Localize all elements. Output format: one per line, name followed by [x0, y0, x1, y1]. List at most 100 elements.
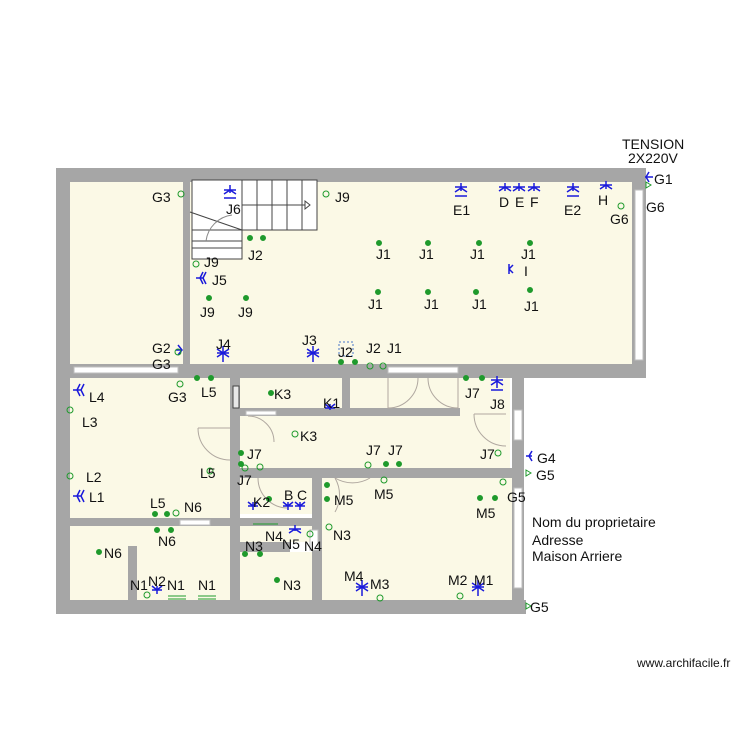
- symbol-label-c: C: [297, 487, 308, 503]
- symbol-label-h: H: [598, 192, 609, 208]
- symbol-label-l3: L3: [82, 414, 98, 430]
- symbol-label-l1: L1: [89, 489, 105, 505]
- symbol-label-j1-f: J1: [424, 296, 439, 312]
- light-point-icon: [306, 346, 320, 362]
- light-point-icon: [282, 501, 294, 510]
- floors: [70, 182, 632, 600]
- symbol-label-j9-stair: J9: [204, 254, 219, 270]
- light-point-icon: [512, 183, 526, 192]
- symbol-label-g5-a: G5: [536, 467, 555, 483]
- symbol-label-j3: J3: [302, 332, 317, 348]
- symbol-label-g3-low: G3: [168, 389, 187, 405]
- wall-light-icon: [526, 450, 533, 462]
- light-point-icon: [490, 376, 504, 391]
- light-point-icon: [151, 585, 163, 594]
- symbol-label-m5-b: M5: [334, 492, 354, 508]
- symbol-label-j7-b: J7: [366, 442, 381, 458]
- symbol-label-e2: E2: [564, 202, 582, 218]
- staircase: [189, 179, 318, 260]
- switch-symbols: [66, 181, 652, 610]
- light-point-icon: [216, 346, 230, 362]
- outlet-symbols: [96, 235, 533, 583]
- symbol-label-m4: M4: [344, 568, 364, 584]
- symbol-label-g6-inner: G6: [610, 211, 629, 227]
- symbol-label-g2: G2: [152, 340, 171, 356]
- symbol-label-e1: E1: [453, 202, 471, 218]
- light-point-icon: [223, 185, 237, 199]
- symbol-label-j1-c: J1: [470, 246, 485, 262]
- house-name: Maison Arriere: [532, 548, 623, 564]
- light-point-icon: [566, 183, 580, 197]
- symbol-label-n1-c: N1: [198, 577, 216, 593]
- symbol-label-j5: J5: [212, 272, 227, 288]
- symbol-label-n3-b: N3: [245, 538, 263, 554]
- light-point-icon: [288, 525, 302, 534]
- symbol-label-j1-g: J1: [472, 296, 487, 312]
- symbol-label-j9-b: J9: [238, 304, 253, 320]
- light-point-icon: [355, 580, 369, 596]
- symbol-label-j9-a: J9: [200, 304, 215, 320]
- symbol-label-tension-g1: G1: [654, 171, 673, 187]
- symbol-label-n2: N2: [148, 573, 166, 589]
- symbol-label-j1-b: J1: [419, 246, 434, 262]
- symbol-label-i: I: [524, 263, 528, 279]
- symbol-label-m3: M3: [370, 576, 390, 592]
- symbol-label-g3-top: G3: [152, 189, 171, 205]
- symbol-label-n6-b: N6: [158, 533, 176, 549]
- symbol-label-j2-box: J2: [338, 344, 353, 360]
- symbol-label-l5-low: L5: [150, 495, 166, 511]
- symbol-label-k3-b: K3: [300, 428, 318, 444]
- symbol-label-n3-c: N3: [283, 577, 301, 593]
- symbol-label-n1-a: N1: [130, 577, 148, 593]
- symbol-label-j8: J8: [490, 396, 505, 412]
- symbol-label-k2: K2: [253, 494, 271, 510]
- symbol-label-g6-outer: G6: [646, 199, 665, 215]
- symbol-label-j7-a: J7: [247, 446, 262, 462]
- symbol-label-j1-e: J1: [368, 296, 383, 312]
- symbol-label-j6: J6: [226, 201, 241, 217]
- light-point-icon: [471, 580, 485, 596]
- symbol-label-d: D: [499, 194, 510, 210]
- windows: [73, 189, 644, 589]
- symbol-label-n5: N5: [282, 536, 300, 552]
- symbol-label-m2: M2: [448, 572, 468, 588]
- symbol-label-b: B: [284, 487, 294, 503]
- symbol-label-k3-a: K3: [274, 386, 292, 402]
- symbol-label-j1-i: J1: [387, 340, 402, 356]
- symbol-label-f: F: [530, 194, 539, 210]
- symbol-label-n6-c: N6: [104, 545, 122, 561]
- tension-value: 2X220V: [628, 150, 678, 166]
- lighting-symbols: [73, 171, 653, 596]
- tension-label: TENSION: [622, 136, 685, 152]
- symbol-label-n4-b: N4: [304, 538, 322, 554]
- light-point-icon: [324, 403, 336, 410]
- symbol-label-m5-c: M5: [476, 505, 496, 521]
- symbol-label-j1-a: J1: [376, 246, 391, 262]
- light-point-icon: [454, 183, 468, 197]
- symbol-label-n6-a: N6: [184, 499, 202, 515]
- symbol-label-j7-d: J7: [480, 446, 495, 462]
- symbol-label-n1-b: N1: [167, 577, 185, 593]
- symbol-label-l2: L2: [86, 469, 102, 485]
- symbol-label-k1: K1: [323, 395, 341, 411]
- light-point-icon: [247, 501, 259, 510]
- symbol-label-j9-top: J9: [335, 189, 350, 205]
- wall-light-icon: [73, 489, 85, 503]
- address: Adresse: [532, 532, 584, 548]
- symbol-label-j2-b: J2: [366, 340, 381, 356]
- wall-light-icon: [645, 171, 653, 183]
- symbol-label-j7-top: J7: [465, 385, 480, 401]
- light-point-icon: [498, 183, 512, 192]
- light-point-icon: [527, 183, 541, 192]
- symbol-label-j7-c: J7: [388, 442, 403, 458]
- light-point-icon: [599, 181, 613, 190]
- owner-name: Nom du proprietaire: [532, 514, 656, 530]
- symbol-label-j2-stair: J2: [248, 247, 263, 263]
- symbol-label-m1: M1: [474, 572, 494, 588]
- symbol-label-l5-mid: L5: [200, 465, 216, 481]
- symbol-label-j1-d: J1: [521, 246, 536, 262]
- symbol-label-j1-h: J1: [524, 298, 539, 314]
- symbol-label-l5-top: L5: [201, 384, 217, 400]
- watermark-link[interactable]: www.archifacile.fr: [637, 656, 731, 670]
